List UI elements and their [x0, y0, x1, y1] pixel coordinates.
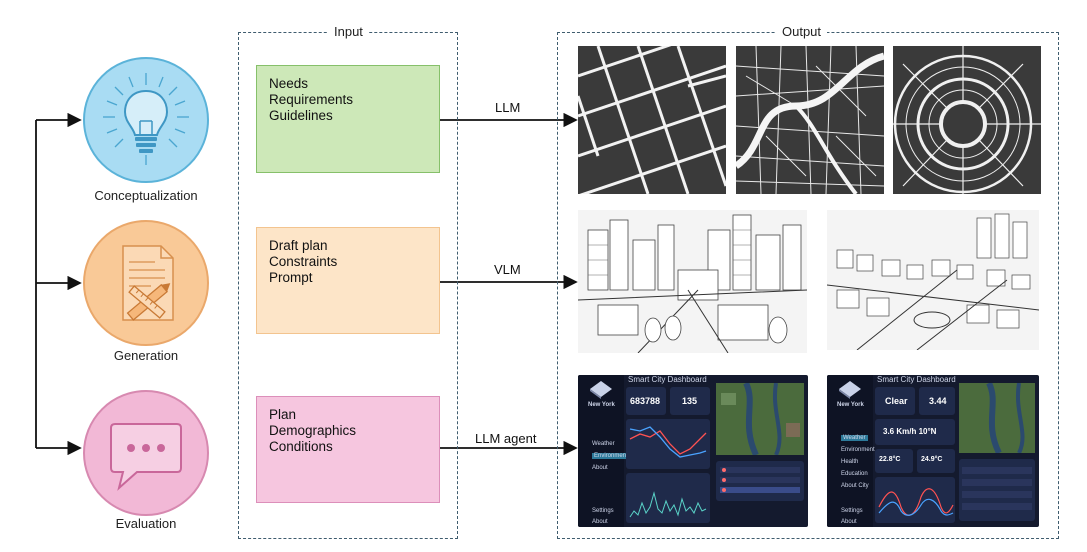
input-line: Constraints: [269, 254, 338, 269]
stage-circle-generation: [83, 220, 209, 346]
input-line: Requirements: [269, 92, 354, 107]
dashboard-settings[interactable]: Settings: [841, 508, 863, 514]
city-sketch-image-1: [578, 210, 807, 353]
chat-bubble-icon: [110, 423, 182, 491]
dashboard-alert-list: [716, 461, 804, 501]
dashboard-menu-weather[interactable]: Weather: [841, 435, 868, 441]
dashboard-stat-value: 135: [682, 396, 698, 406]
input-line: Prompt: [269, 270, 313, 285]
document-pencil-icon: [122, 245, 174, 321]
dashboard-bar-chart: [626, 473, 710, 523]
dashboard-sidebar: [578, 375, 624, 527]
dashboard-city-name: New York: [837, 402, 864, 408]
dashboard-line-chart: [626, 419, 710, 469]
input-line: Plan: [269, 407, 297, 422]
stage-label-generation: Generation: [113, 348, 179, 363]
dashboard-screenshot-1: New York Weather Environment About Setti…: [578, 375, 808, 527]
dashboard-forecast-table: [959, 459, 1035, 521]
input-box-generation: Draft plan Constraints Prompt: [256, 227, 440, 334]
input-line: Demographics: [269, 423, 357, 438]
dashboard-menu-weather[interactable]: Weather: [592, 441, 615, 447]
dashboard-stat-tile: 683788: [626, 387, 666, 415]
stage-circle-conceptualization: [83, 57, 209, 183]
dashboard-map: [716, 383, 804, 455]
arrow-label-vlm: VLM: [494, 262, 521, 277]
dashboard-menu-environment[interactable]: Environment: [592, 453, 630, 459]
dashboard-screenshot-2: New York Weather Environment Health Educ…: [827, 375, 1039, 527]
stage-circle-evaluation: [83, 390, 209, 516]
input-title: Input: [328, 24, 369, 39]
input-box-evaluation: Plan Demographics Conditions: [256, 396, 440, 503]
dashboard-menu-education[interactable]: Education: [841, 471, 868, 477]
dashboard-temp-value: 22.8°C: [879, 456, 901, 463]
input-panel: Input: [238, 24, 458, 539]
arrow-label-llm-agent: LLM agent: [475, 431, 537, 446]
input-line: Guidelines: [269, 108, 333, 123]
output-title: Output: [776, 24, 828, 39]
dashboard-temp-tile: 22.8°C: [875, 449, 913, 473]
input-line: Needs: [269, 76, 309, 91]
street-map-organic-image: [736, 46, 884, 194]
stage-label-evaluation: Evaluation: [115, 516, 177, 531]
dashboard-menu-about-city[interactable]: About City: [841, 483, 869, 489]
dashboard-footer-about[interactable]: About: [841, 519, 857, 525]
street-map-radial-image: [893, 46, 1041, 194]
dashboard-footer-about[interactable]: About: [592, 519, 608, 525]
stage-label-conceptualization: Conceptualization: [94, 188, 198, 203]
input-line: Draft plan: [269, 238, 328, 253]
dashboard-stat-value: 3.44: [929, 396, 947, 406]
lightbulb-icon: [103, 73, 189, 165]
dashboard-temp-tile: 24.9°C: [917, 449, 955, 473]
dashboard-stat-tile: 135: [670, 387, 710, 415]
dashboard-title: Smart City Dashboard: [628, 375, 707, 384]
city-sketch-image-2: [827, 210, 1039, 350]
dashboard-wind-value: 3.6 Km/h 10°N: [883, 427, 937, 436]
dashboard-temp-value: 24.9°C: [921, 456, 943, 463]
dashboard-line-chart: [875, 477, 955, 523]
output-panel: Output: [557, 24, 1059, 539]
city-logo-icon: [839, 381, 861, 399]
dashboard-settings[interactable]: Settings: [592, 508, 614, 514]
dashboard-city-name: New York: [588, 402, 615, 408]
dashboard-menu-environment[interactable]: Environment: [841, 447, 875, 453]
dashboard-stat-value: 683788: [630, 396, 661, 406]
dashboard-title: Smart City Dashboard: [877, 375, 956, 384]
dashboard-sidebar: [827, 375, 873, 527]
dashboard-stat-tile: Clear: [875, 387, 915, 415]
input-box-conceptualization: Needs Requirements Guidelines: [256, 65, 440, 173]
dashboard-stat-tile: 3.44: [919, 387, 955, 415]
arrow-label-llm: LLM: [495, 100, 521, 115]
city-logo-icon: [590, 381, 612, 399]
dashboard-menu-health[interactable]: Health: [841, 459, 859, 465]
dashboard-menu-about[interactable]: About: [592, 465, 608, 471]
dashboard-map: [959, 383, 1035, 453]
dashboard-wind-tile: 3.6 Km/h 10°N: [875, 419, 955, 445]
street-map-grid-image: [578, 46, 726, 194]
dashboard-stat-value: Clear: [885, 396, 908, 406]
input-line: Conditions: [269, 439, 333, 454]
